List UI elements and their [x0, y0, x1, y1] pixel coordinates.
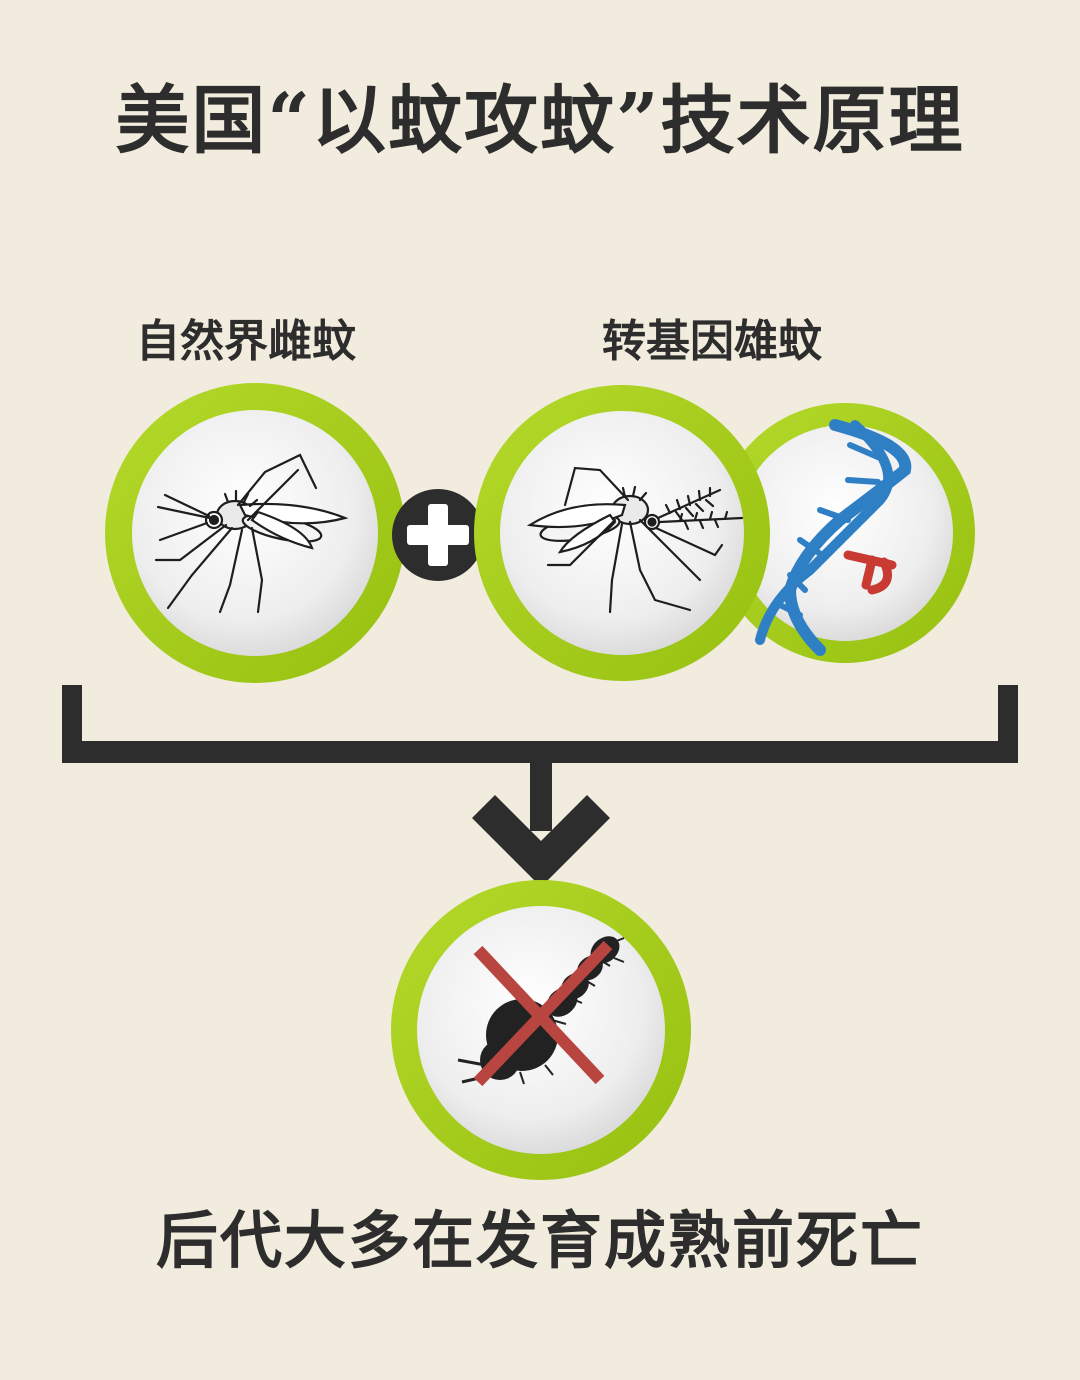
page-title: 美国“以蚊攻蚊”技术原理 [115, 78, 965, 164]
dna-circle [715, 403, 975, 663]
result-caption: 后代大多在发育成熟前死亡 [155, 1204, 924, 1277]
merge-bracket [62, 685, 1018, 831]
arrow-down-icon [472, 795, 610, 887]
female-mosquito-label: 自然界雌蚊 [136, 316, 356, 367]
male-mosquito-circle [474, 385, 770, 681]
female-mosquito-icon [154, 453, 349, 614]
dna-icon [755, 419, 912, 656]
plus-icon [392, 489, 484, 581]
cross-icon [473, 940, 613, 1087]
female-mosquito-circle [105, 383, 405, 683]
male-mosquito-icon [526, 466, 744, 614]
offspring-circle [391, 880, 691, 1180]
male-mosquito-label: 转基因雄蚊 [602, 316, 822, 367]
